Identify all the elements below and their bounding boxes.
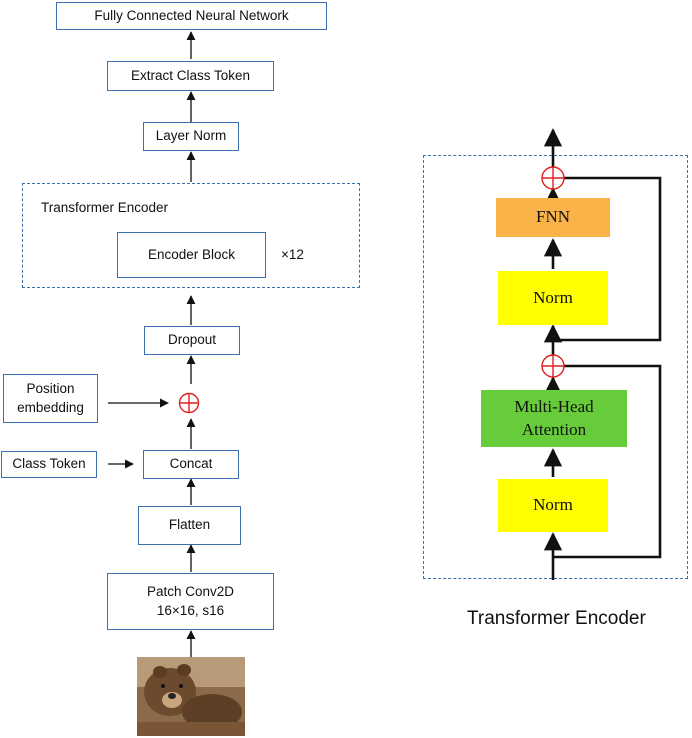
concat-box: Concat: [143, 450, 239, 479]
norm-top-box: Norm: [498, 271, 608, 325]
residual-connection-2: [553, 176, 662, 342]
fnn-box: FNN: [496, 198, 610, 237]
dropout-box: Dropout: [144, 326, 240, 355]
repeat-label: ×12: [281, 247, 304, 262]
patch-conv2d-line1: Patch Conv2D: [146, 584, 235, 600]
mha-line2: Attention: [521, 419, 587, 439]
position-embedding-line2: embedding: [17, 399, 84, 415]
add-symbol-icon: [541, 166, 565, 190]
add-symbol-icon: [178, 392, 200, 414]
position-embedding-box: Position embedding: [3, 374, 98, 423]
transformer-encoder-caption: Transformer Encoder: [467, 608, 646, 629]
norm-bottom-box: Norm: [498, 479, 608, 532]
input-image: [137, 657, 245, 736]
position-embedding-line1: Position: [26, 381, 75, 397]
add-symbol-icon: [541, 354, 565, 378]
transformer-encoder-container: [22, 183, 360, 288]
flatten-box: Flatten: [138, 506, 241, 545]
multi-head-attention-box: Multi-Head Attention: [481, 390, 627, 447]
encoder-detail-container: [423, 155, 688, 579]
transformer-encoder-label: Transformer Encoder: [41, 200, 169, 215]
fully-connected-box: Fully Connected Neural Network: [56, 2, 327, 30]
layer-norm-box: Layer Norm: [143, 122, 239, 151]
extract-class-token-box: Extract Class Token: [107, 61, 274, 91]
patch-conv2d-line2: 16×16, s16: [156, 602, 225, 618]
encoder-block-box: Encoder Block: [117, 232, 266, 278]
patch-conv2d-box: Patch Conv2D 16×16, s16: [107, 573, 274, 630]
class-token-box: Class Token: [1, 451, 97, 478]
mha-line1: Multi-Head: [514, 397, 594, 417]
residual-connection-1: [553, 364, 662, 559]
